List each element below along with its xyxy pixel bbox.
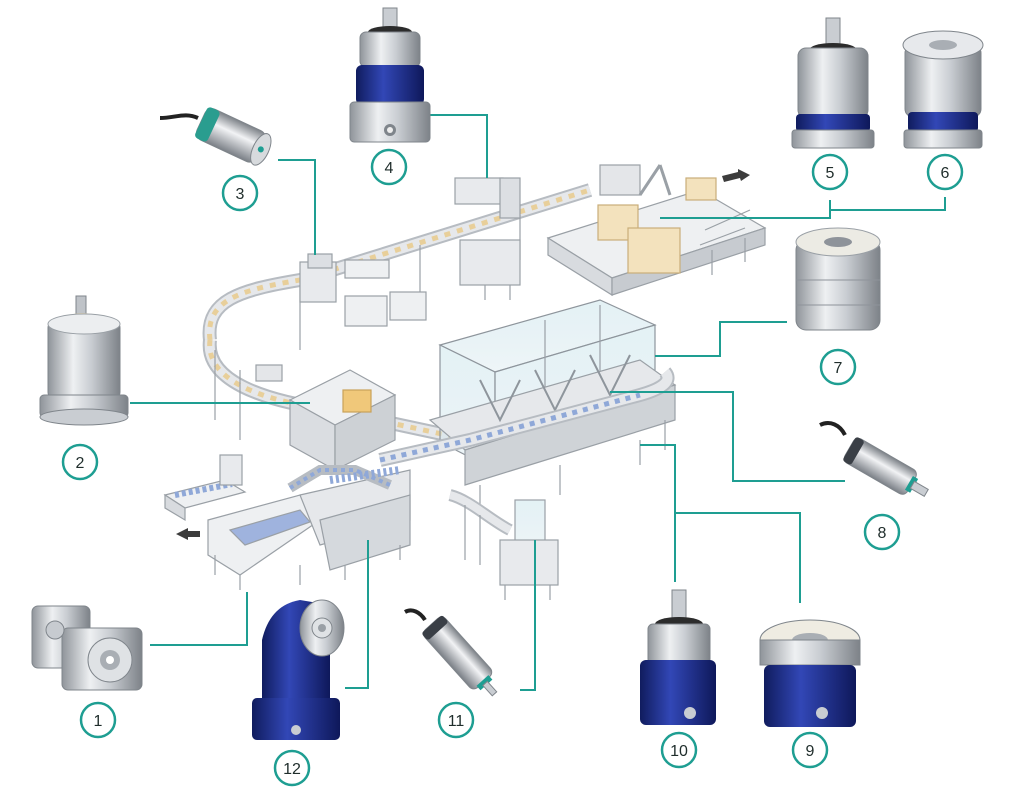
callout-badge-9: 9 bbox=[791, 731, 829, 769]
callout-number-5: 5 bbox=[826, 165, 835, 182]
callout-badge-12: 12 bbox=[273, 749, 311, 787]
callout-badge-5: 5 bbox=[811, 153, 849, 191]
feeding-station bbox=[163, 454, 411, 590]
callout-number-8: 8 bbox=[878, 525, 887, 542]
callout-badges: 1 2 3 4 5 6 7 8 bbox=[61, 148, 964, 787]
lower-conveyor bbox=[378, 367, 675, 536]
callout-badge-7: 7 bbox=[819, 348, 857, 386]
callout-badge-2: 2 bbox=[61, 443, 99, 481]
callout-badge-6: 6 bbox=[926, 153, 964, 191]
dispense-unit bbox=[464, 499, 559, 600]
production-line bbox=[163, 164, 767, 600]
flow-out-arrow bbox=[722, 169, 750, 182]
processing-machine bbox=[255, 364, 397, 472]
callout-number-6: 6 bbox=[941, 165, 950, 182]
product-7-hollow-gearbox bbox=[795, 227, 881, 331]
product-3-servo-motor bbox=[159, 107, 272, 166]
callout-badge-8: 8 bbox=[863, 513, 901, 551]
robot-cell bbox=[428, 299, 677, 515]
callout-number-10: 10 bbox=[670, 743, 688, 760]
callout-badge-10: 10 bbox=[660, 731, 698, 769]
product-9-flange-gearbox-blue bbox=[759, 619, 861, 727]
leader-lines bbox=[130, 114, 946, 691]
flow-in-arrow bbox=[176, 528, 200, 540]
inspection-unit bbox=[454, 177, 521, 300]
product-5-planetary-gearbox bbox=[791, 17, 875, 149]
product-11-dc-motor bbox=[404, 608, 498, 697]
callout-badge-1: 1 bbox=[79, 701, 117, 739]
product-10-planetary-gearbox-blue bbox=[640, 589, 716, 725]
callout-number-11: 11 bbox=[448, 713, 465, 730]
callout-number-4: 4 bbox=[385, 160, 394, 177]
callout-number-7: 7 bbox=[834, 360, 843, 377]
product-4-planetary-gearbox bbox=[349, 7, 431, 143]
sorting-station bbox=[299, 253, 427, 327]
callout-number-9: 9 bbox=[806, 743, 815, 760]
callout-number-12: 12 bbox=[283, 761, 301, 778]
callout-badge-11: 11 bbox=[437, 701, 475, 739]
product-8-dc-motor bbox=[819, 421, 929, 498]
callout-badge-3: 3 bbox=[221, 174, 259, 212]
product-2-flange-gearbox bbox=[39, 295, 129, 426]
callout-number-2: 2 bbox=[76, 455, 85, 472]
product-6-flange-gearbox bbox=[902, 30, 984, 149]
packaging-station bbox=[546, 164, 767, 297]
product-12-right-angle-gearbox-blue bbox=[252, 599, 345, 740]
product-1-right-angle-gearbox bbox=[31, 605, 143, 691]
callout-number-3: 3 bbox=[236, 186, 245, 203]
callout-number-1: 1 bbox=[94, 713, 103, 730]
callout-badge-4: 4 bbox=[370, 148, 408, 186]
